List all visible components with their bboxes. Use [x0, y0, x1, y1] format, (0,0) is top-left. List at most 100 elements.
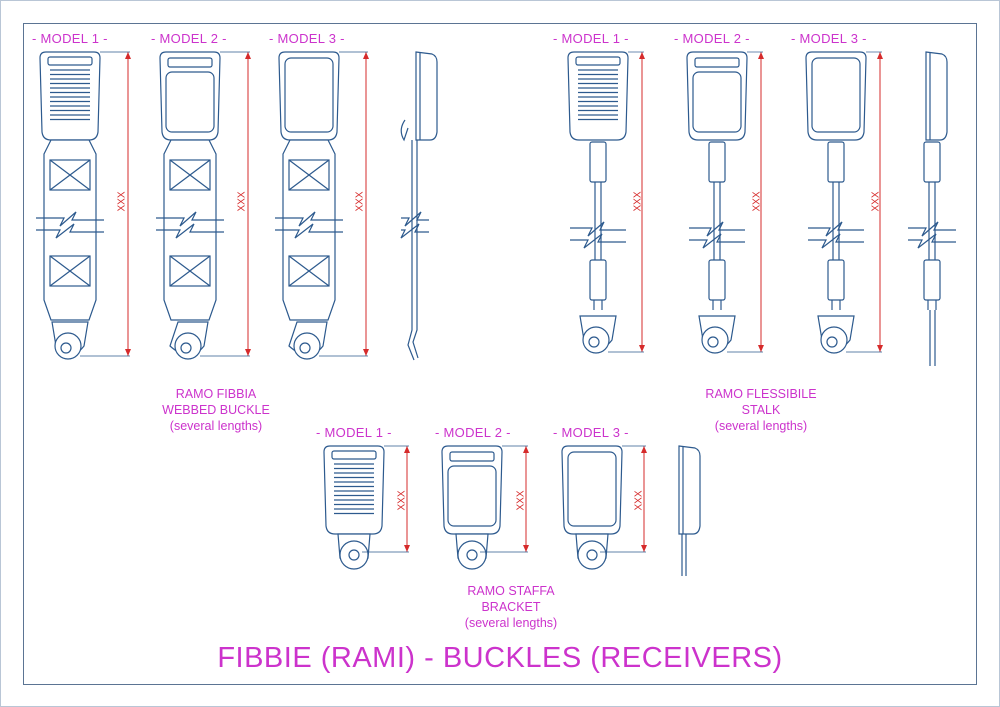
dimension-arrow [404, 446, 410, 453]
stalk-model-1-label: - MODEL 1 - [553, 31, 629, 46]
dimension-label: XXX [632, 191, 644, 212]
side-cable [412, 140, 419, 359]
buckle-head [805, 51, 867, 141]
head-panel [165, 71, 215, 133]
bracket-hole [348, 549, 360, 561]
anchor-eye [582, 326, 610, 354]
dimension-label: XXX [633, 490, 645, 511]
break-symbol [570, 233, 626, 249]
bracket-eye [577, 540, 607, 570]
dimension-arrow [877, 345, 883, 352]
dimension-label: XXX [116, 191, 128, 212]
stitch-box [169, 255, 211, 287]
head-panel [567, 451, 617, 527]
stitch-line [169, 255, 211, 287]
break-symbol [689, 221, 745, 237]
buckle-head [561, 445, 623, 535]
stalk-sleeve [589, 259, 607, 301]
dimension-arrow [245, 349, 251, 356]
stitch-box [49, 255, 91, 287]
release-button [449, 451, 495, 462]
break-symbol [275, 223, 343, 239]
dimension-arrow [641, 446, 647, 453]
stitch-line [49, 159, 91, 191]
stalk-caption-line-1: RAMO FLESSIBILE [705, 387, 817, 401]
break-symbol [400, 223, 429, 239]
stalk-sleeve [827, 141, 845, 183]
stitch-line [288, 159, 330, 191]
dimension-arrow [363, 349, 369, 356]
stitch-box [169, 159, 211, 191]
dimension-label: XXX [515, 490, 527, 511]
dimension-label: XXX [236, 191, 248, 212]
break-symbol [401, 211, 429, 227]
release-button [47, 56, 93, 66]
webbed-caption-line-3: (several lengths) [169, 419, 263, 433]
dimension-arrow [125, 52, 131, 59]
bracket-eye [339, 540, 369, 570]
bracket-hole [466, 549, 478, 561]
head-panel [284, 57, 334, 133]
release-button [331, 450, 377, 460]
break-symbol [908, 221, 956, 237]
stalk-caption-line-2: STALK [741, 403, 781, 417]
anchor-hole [299, 342, 311, 354]
stalk-sleeve [589, 141, 607, 183]
dimension-arrow [523, 446, 529, 453]
buckle-side-view [415, 51, 438, 141]
stalk-sleeve [708, 259, 726, 301]
head-panel [811, 57, 861, 133]
dimension-arrow [404, 545, 410, 552]
dimension-arrow [877, 52, 883, 59]
dimension-label: XXX [396, 490, 408, 511]
stalk-sleeve [827, 259, 845, 301]
stalk-caption-line-3: (several lengths) [714, 419, 808, 433]
break-symbol [808, 233, 864, 249]
stitch-line [288, 255, 330, 287]
buckle-side-view [678, 445, 701, 535]
bracket-hole [586, 549, 598, 561]
anchor-eye [174, 332, 202, 360]
dimension-arrow [758, 52, 764, 59]
dimension-arrow [245, 52, 251, 59]
drawing-title: FIBBIE (RAMI) - BUCKLES (RECEIVERS) [217, 642, 783, 674]
bracket-model-3-label: - MODEL 3 - [553, 425, 629, 440]
break-symbol [156, 211, 224, 227]
webbed-model-1-label: - MODEL 1 - [32, 31, 108, 46]
anchor-eye [701, 326, 729, 354]
stitch-box [288, 159, 330, 191]
stitch-box [288, 255, 330, 287]
dimension-arrow [363, 52, 369, 59]
buckle-head [441, 445, 503, 535]
anchor-hole [707, 336, 719, 348]
bracket-eye [457, 540, 487, 570]
anchor-eye [293, 332, 321, 360]
bracket-caption: RAMO STAFFA BRACKET (several lengths) [411, 583, 611, 631]
buckle-side-view [925, 51, 948, 141]
release-button [167, 57, 213, 68]
bracket-model-2-label: - MODEL 2 - [435, 425, 511, 440]
buckle-head [278, 51, 340, 141]
break-symbol [808, 221, 864, 237]
stalk-sleeve [923, 141, 941, 183]
webbed-caption-line-1: RAMO FIBBIA [175, 387, 257, 401]
anchor-hole [588, 336, 600, 348]
side-cable [407, 140, 415, 361]
buckle-head [686, 51, 748, 141]
side-cable [400, 119, 409, 142]
break-symbol [570, 221, 626, 237]
stalk-model-3-label: - MODEL 3 - [791, 31, 867, 46]
anchor-hole [180, 342, 192, 354]
anchor-hole [60, 342, 72, 354]
dimension-arrow [639, 52, 645, 59]
stitch-line [169, 159, 211, 191]
webbed-model-3-label: - MODEL 3 - [269, 31, 345, 46]
break-symbol [36, 223, 104, 239]
dimension-label: XXX [354, 191, 366, 212]
head-panel [447, 465, 497, 527]
buckle-head [159, 51, 221, 141]
dimension-arrow [641, 545, 647, 552]
break-symbol [275, 211, 343, 227]
